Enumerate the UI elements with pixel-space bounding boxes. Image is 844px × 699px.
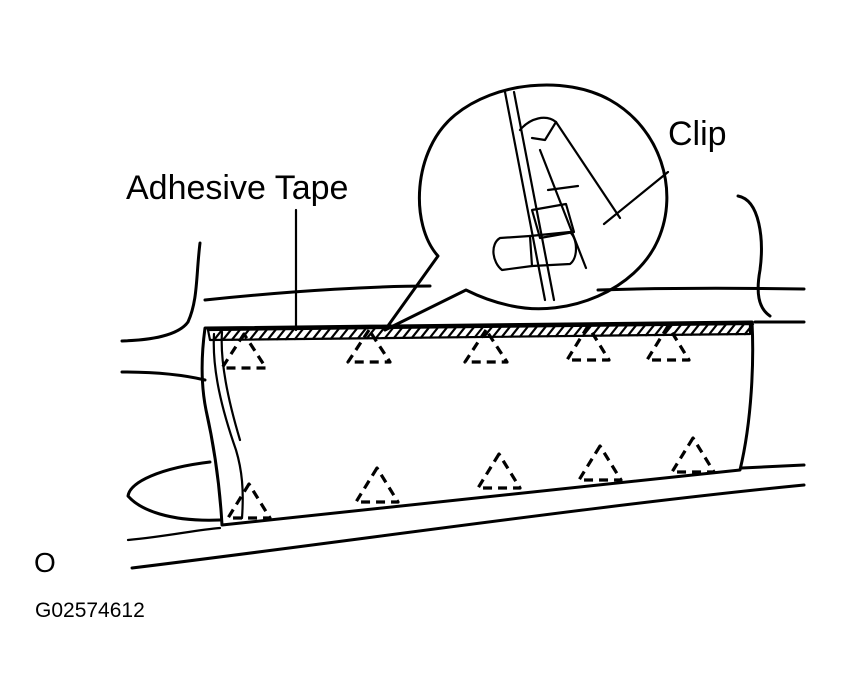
clip-marker — [645, 324, 691, 362]
door-moulding-panel — [200, 320, 755, 527]
clip-detail-callout — [383, 83, 669, 332]
vehicle-body-outline — [120, 194, 806, 570]
clip-marker — [354, 466, 400, 504]
clip-marker — [226, 482, 272, 520]
clip-marker — [565, 324, 611, 362]
clip-position-markers — [220, 324, 716, 520]
clip-label: Clip — [668, 115, 727, 153]
clip-marker — [476, 452, 522, 490]
clip-marker — [670, 436, 716, 474]
clip-marker — [577, 444, 623, 482]
clip-marker — [463, 328, 509, 364]
adhesive-tape-label: Adhesive Tape — [126, 169, 348, 207]
clip-marker — [220, 332, 268, 370]
figure-code: G02574612 — [35, 599, 145, 622]
clip-marker — [346, 328, 392, 364]
orientation-marker: O — [34, 547, 56, 578]
adhesive-tape-strip — [206, 322, 755, 342]
leader-lines — [294, 170, 670, 332]
